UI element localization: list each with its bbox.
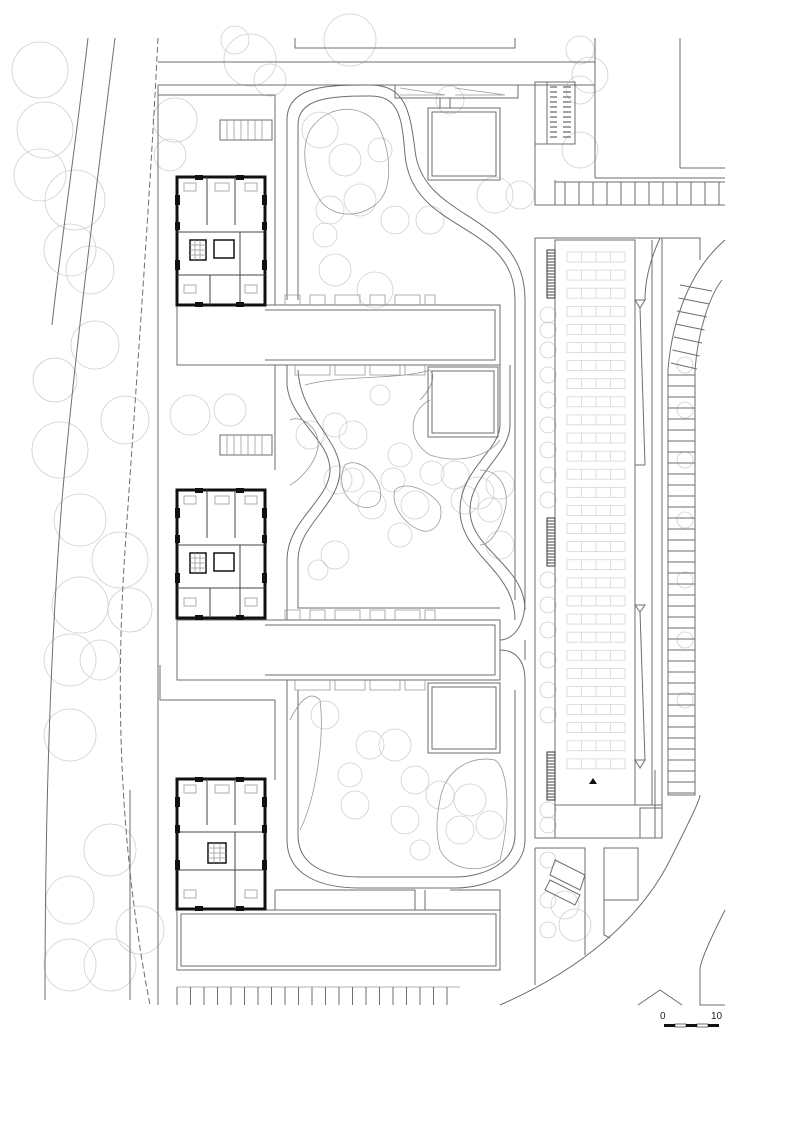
scale-label-start: 0 [660,1011,666,1022]
tower-3 [175,777,267,911]
scale-bar [664,1023,719,1028]
parking-south [176,986,460,1005]
north-road [158,38,725,179]
site-boundary-west [129,85,276,1005]
parking-deck [534,237,663,839]
pavilions [394,85,519,754]
scale-label-end: 10 [711,1011,723,1022]
trees [11,13,694,992]
tower-1 [175,175,267,307]
garden-beds [289,108,508,869]
south-east-area [499,770,726,1006]
parking-deck-grid [547,251,626,798]
parking-east [644,237,726,796]
garden-path [286,84,526,889]
parking-ne [534,81,725,206]
residential-towers [175,175,267,911]
west-road [44,37,159,1006]
parking-nw [219,119,273,456]
slab-blocks [176,294,501,971]
north-arrow [637,989,683,1006]
tower-2 [175,488,267,620]
